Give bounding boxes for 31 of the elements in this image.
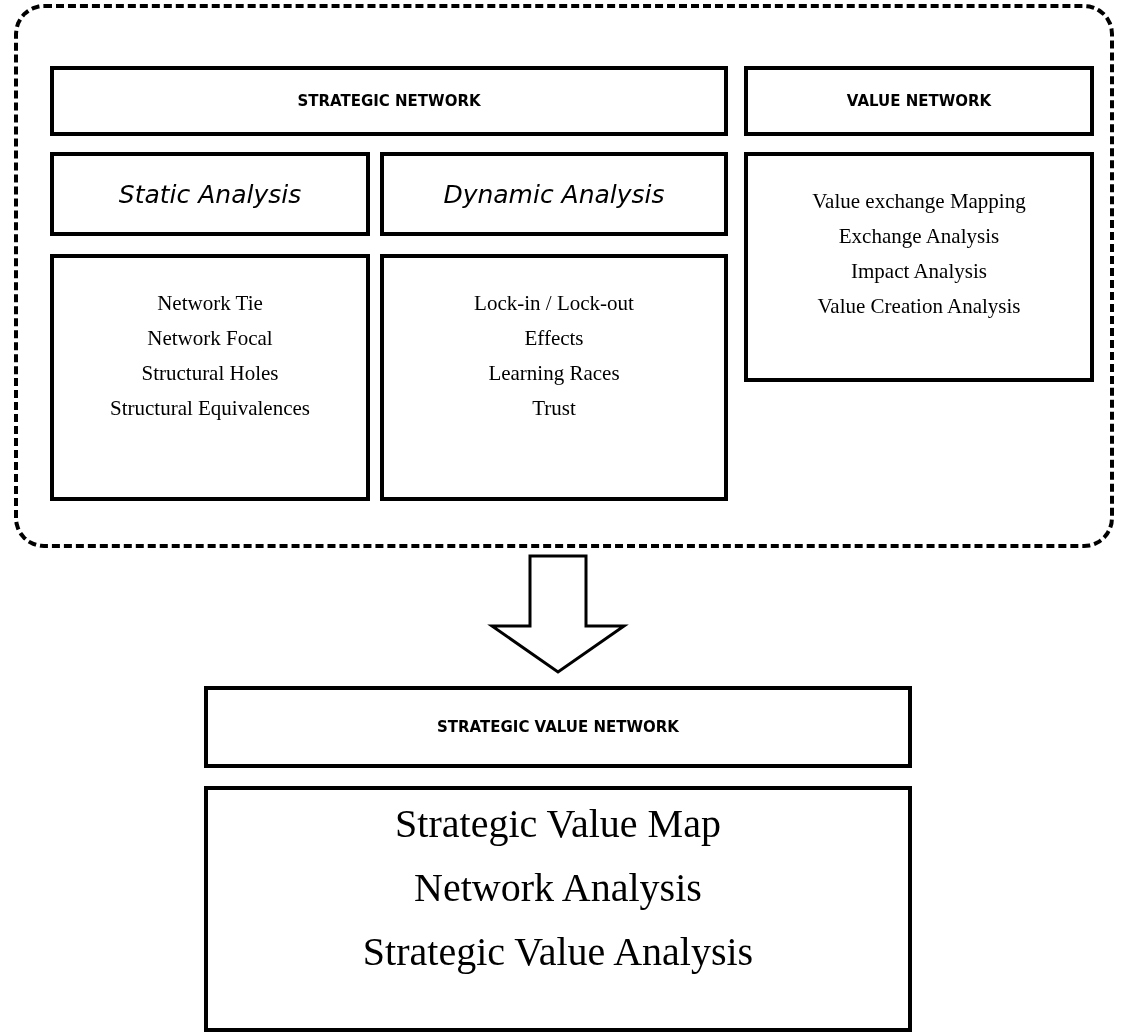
heading-box [50,152,370,236]
list-item: Structural Equivalences [110,395,310,422]
list-item: Network Focal [147,325,273,352]
list-box [204,786,912,1032]
list-item: Network Tie [157,290,263,317]
list-box [50,254,370,501]
list-item: Value exchange Mapping [812,188,1026,215]
list-item: Effects [524,325,584,352]
list-box [380,254,728,501]
heading-box [380,152,728,236]
list-item: Strategic Value Analysis [362,928,754,976]
list-item: Exchange Analysis [838,223,1000,250]
list-item: Network Analysis [414,864,702,912]
list-item: Strategic Value Map [395,800,721,848]
heading: STRATEGIC NETWORK [297,92,481,110]
list-item: Structural Holes [141,360,279,387]
heading-box [744,66,1094,136]
dashed-group-frame [14,4,1114,548]
list-item: Lock-in / Lock-out [474,290,634,317]
heading: STRATEGIC VALUE NETWORK [437,718,679,736]
heading: VALUE NETWORK [846,92,992,110]
heading: Dynamic Analysis [443,179,665,209]
list-item: Trust [532,395,576,422]
list-item: Impact Analysis [851,258,987,285]
heading: Static Analysis [118,179,302,209]
list-box [744,152,1094,382]
block-arrow [487,554,629,674]
heading-box [50,66,728,136]
heading-box [204,686,912,768]
list-item: Value Creation Analysis [817,293,1021,320]
list-item: Learning Races [488,360,620,387]
